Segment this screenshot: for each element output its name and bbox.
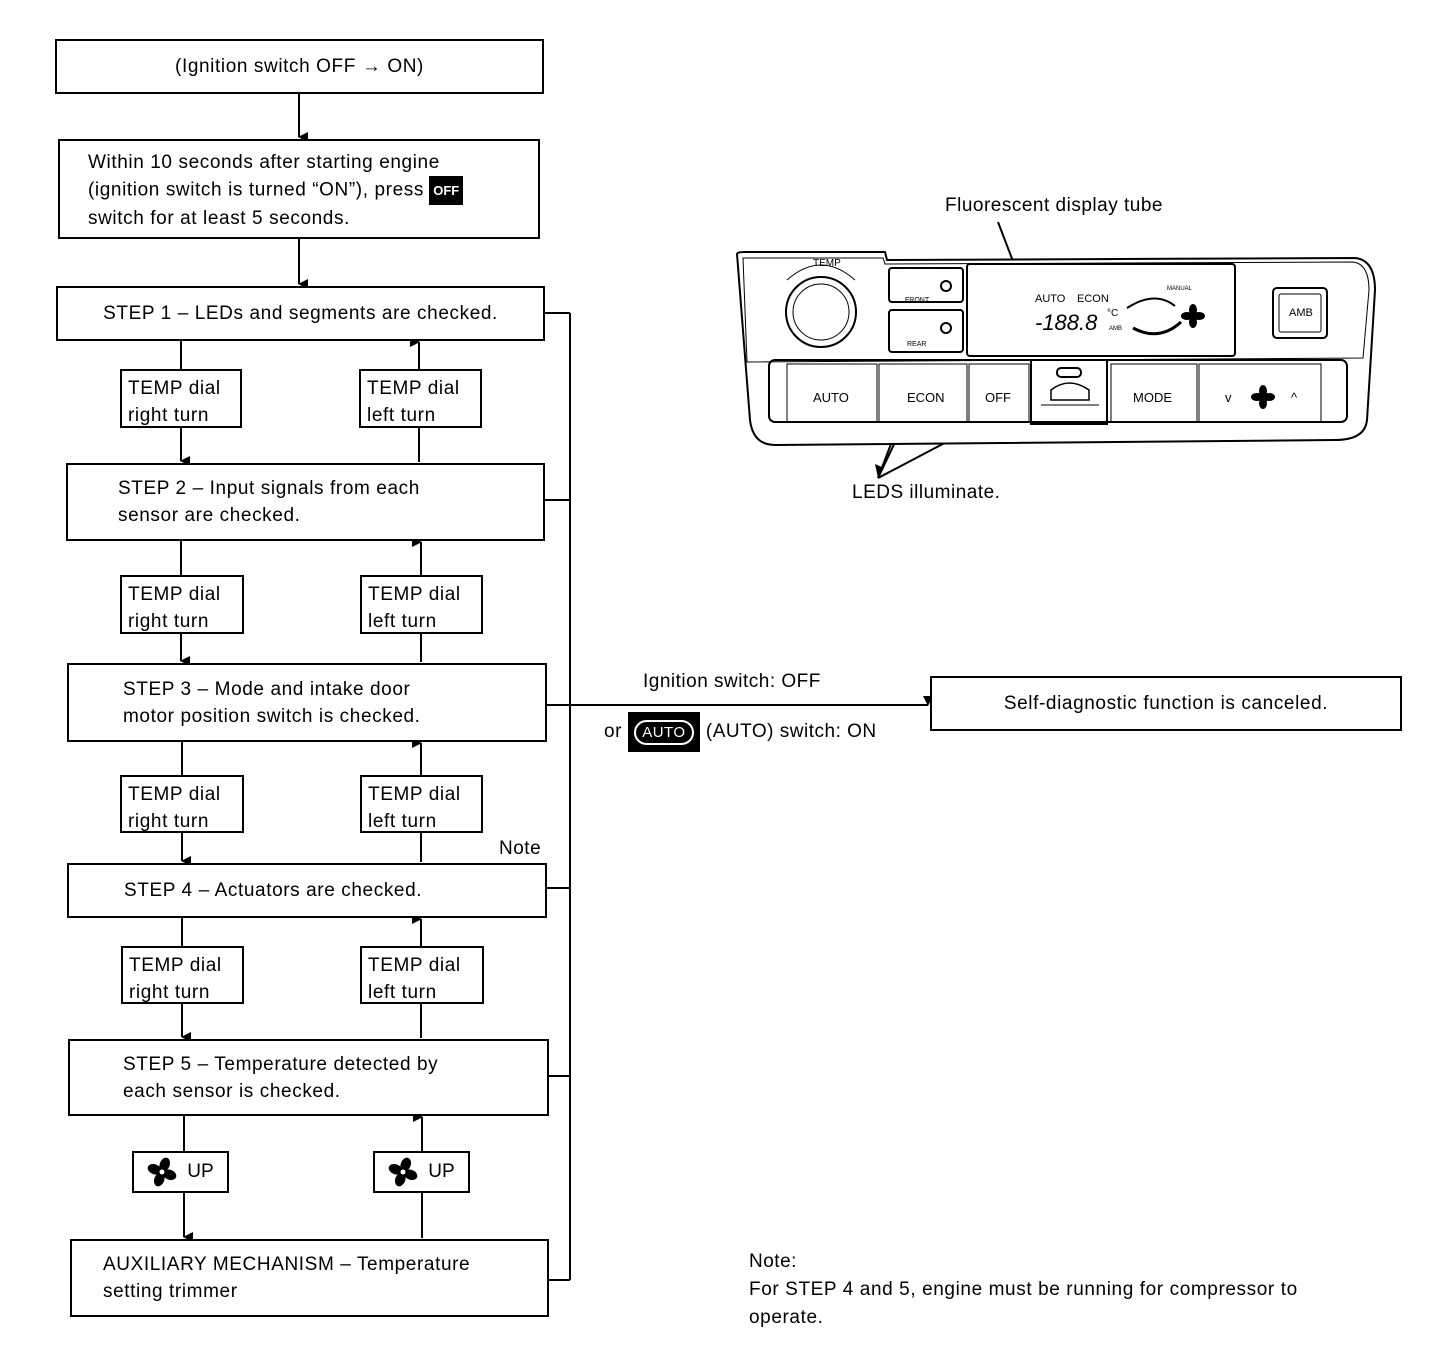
temp-dial-left-1: TEMP dial left turn bbox=[359, 369, 482, 428]
front-led bbox=[940, 280, 952, 292]
mode-button-label: MODE bbox=[1133, 390, 1172, 405]
auto-button-label: AUTO bbox=[813, 390, 849, 405]
cancel-or: or bbox=[604, 721, 622, 742]
step1-box: STEP 1 – LEDs and segments are checked. bbox=[56, 286, 545, 341]
fan-down-label: v bbox=[1225, 390, 1232, 405]
econ-button-shape bbox=[878, 363, 968, 423]
fan-up-label: UP bbox=[428, 1161, 455, 1182]
off-button-label: OFF bbox=[985, 390, 1011, 405]
step4-text: STEP 4 – Actuators are checked. bbox=[124, 880, 423, 901]
rear-defrost-button bbox=[888, 309, 964, 353]
step1-text: STEP 1 – LEDs and segments are checked. bbox=[103, 303, 498, 324]
auto-button-shape bbox=[786, 363, 878, 423]
fan-up-box-1: UP bbox=[132, 1151, 229, 1193]
fan-icon bbox=[147, 1157, 177, 1187]
within-line2: (ignition switch is turned “ON”), press bbox=[88, 179, 424, 201]
auxiliary-box: AUXILIARY MECHANISM – Temperature settin… bbox=[70, 1239, 549, 1317]
step5-text: STEP 5 – Temperature detected by each se… bbox=[123, 1053, 439, 1102]
mode-button-shape bbox=[1110, 363, 1198, 423]
display-digits: -188.8 bbox=[1035, 310, 1098, 335]
ignition-box: (Ignition switch OFF → ON) bbox=[55, 39, 544, 94]
display-airflow-icon bbox=[1126, 297, 1176, 309]
note-marker: Note bbox=[499, 838, 542, 859]
note-title: Note: bbox=[749, 1251, 797, 1272]
within-line3: switch for at least 5 seconds. bbox=[88, 208, 350, 229]
auxiliary-text: AUXILIARY MECHANISM – Temperature settin… bbox=[103, 1254, 471, 1302]
front-label: FRONT bbox=[905, 297, 930, 304]
fan-icon bbox=[388, 1157, 418, 1187]
display-auto: AUTO bbox=[1035, 293, 1066, 305]
cancel-result-text: Self-diagnostic function is canceled. bbox=[1003, 693, 1329, 714]
step2-text: STEP 2 – Input signals from each sensor … bbox=[118, 478, 420, 526]
temp-dial-left-4: TEMP dial left turn bbox=[360, 946, 484, 1004]
cancel-condition-auto: or AUTO (AUTO) switch: ON bbox=[604, 712, 877, 752]
fan-up-arrow-label: ^ bbox=[1291, 390, 1298, 405]
display-manual: MANUAL bbox=[1167, 286, 1193, 292]
cancel-result-box: Self-diagnostic function is canceled. bbox=[930, 676, 1402, 731]
display-amb: AMB bbox=[1109, 326, 1122, 332]
rear-led bbox=[940, 322, 952, 334]
step3-text: STEP 3 – Mode and intake door motor posi… bbox=[123, 678, 421, 727]
front-defrost-button bbox=[888, 267, 964, 303]
ignition-text: (Ignition switch OFF → ON) bbox=[175, 56, 424, 77]
cancel-auto-suffix: (AUTO) switch: ON bbox=[705, 721, 877, 742]
temp-dial-right-1: TEMP dial right turn bbox=[120, 369, 242, 428]
off-button-shape bbox=[968, 363, 1030, 423]
amb-button bbox=[1272, 287, 1328, 339]
temp-dial-right-3: TEMP dial right turn bbox=[120, 775, 244, 833]
display-econ: ECON bbox=[1077, 293, 1109, 305]
ac-button-shape bbox=[1030, 359, 1108, 425]
note-body: For STEP 4 and 5, engine must be running… bbox=[749, 1279, 1298, 1328]
fluorescent-display bbox=[966, 263, 1236, 357]
ac-control-panel: TEMP FRONT REAR AUTO ECON -188.8 °C AMB … bbox=[735, 251, 1377, 447]
rear-label: REAR bbox=[907, 341, 926, 348]
panel-fan-icon bbox=[1251, 385, 1275, 409]
temp-dial-left-2: TEMP dial left turn bbox=[360, 575, 483, 634]
auto-switch-badge: AUTO bbox=[627, 712, 700, 752]
fan-up-box-2: UP bbox=[373, 1151, 470, 1193]
leds-label: LEDS illuminate. bbox=[852, 482, 1001, 503]
econ-button-label: ECON bbox=[907, 390, 945, 405]
step3-box: STEP 3 – Mode and intake door motor posi… bbox=[67, 663, 547, 742]
temp-dial-right-2: TEMP dial right turn bbox=[120, 575, 244, 634]
temp-dial-right-4: TEMP dial right turn bbox=[121, 946, 244, 1004]
note-block: Note: For STEP 4 and 5, engine must be r… bbox=[749, 1248, 1298, 1332]
temp-label: TEMP bbox=[813, 258, 841, 269]
cancel-condition-ignition: Ignition switch: OFF bbox=[643, 671, 821, 692]
ac-led bbox=[1056, 367, 1082, 378]
display-fan-icon bbox=[1181, 304, 1205, 328]
within-box: Within 10 seconds after starting engine … bbox=[58, 139, 540, 239]
display-unit: °C bbox=[1107, 308, 1118, 319]
amb-button-label: AMB bbox=[1289, 307, 1313, 319]
temp-dial-left-3: TEMP dial left turn bbox=[360, 775, 483, 833]
step2-box: STEP 2 – Input signals from each sensor … bbox=[66, 463, 545, 541]
fan-button-shape bbox=[1198, 363, 1322, 423]
fan-up-label: UP bbox=[187, 1161, 214, 1182]
off-switch-badge: OFF bbox=[429, 176, 464, 205]
step5-box: STEP 5 – Temperature detected by each se… bbox=[68, 1039, 549, 1116]
within-line1: Within 10 seconds after starting engine bbox=[88, 152, 440, 173]
step4-box: STEP 4 – Actuators are checked. bbox=[67, 863, 547, 918]
fluorescent-label: Fluorescent display tube bbox=[945, 195, 1163, 216]
